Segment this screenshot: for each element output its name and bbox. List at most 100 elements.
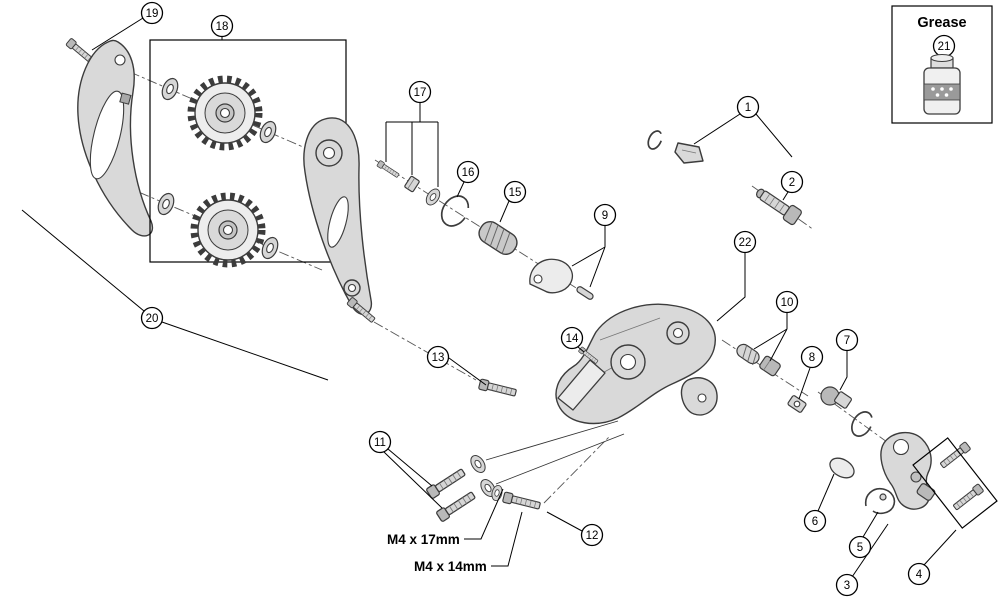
plug-spring <box>736 343 760 366</box>
hook-clip <box>864 487 896 515</box>
callout-6: 6 <box>803 509 827 533</box>
callout-13: 13 <box>426 345 450 369</box>
leader-19 <box>91 17 144 51</box>
leader-m4x17 <box>464 488 504 540</box>
leader-11 <box>383 448 443 509</box>
callout-17: 17 <box>408 80 432 104</box>
cover-plate <box>829 457 855 479</box>
leader-4 <box>923 529 957 566</box>
svg-text:19: 19 <box>146 8 159 20</box>
plug-unit <box>820 386 852 409</box>
adjust-bolt-13 <box>477 378 518 399</box>
leader-2 <box>782 191 789 201</box>
leader-22 <box>716 253 746 322</box>
callout-20: 20 <box>140 306 164 330</box>
inner-cage-plate <box>303 117 373 315</box>
tension-spring <box>478 220 518 255</box>
leader-12 <box>546 511 583 532</box>
callout-14: 14 <box>560 326 584 350</box>
callout-5: 5 <box>848 535 872 559</box>
svg-text:13: 13 <box>432 352 445 364</box>
leader-17 <box>385 103 439 187</box>
leader-5 <box>862 511 879 538</box>
callout-15: 15 <box>503 180 527 204</box>
svg-text:6: 6 <box>812 516 818 528</box>
callout-18: 18 <box>210 14 234 38</box>
svg-text:16: 16 <box>462 167 475 179</box>
callout-3: 3 <box>835 573 859 597</box>
outer-cage-plate <box>77 39 154 237</box>
svg-text:8: 8 <box>809 352 815 364</box>
svg-text:2: 2 <box>789 177 795 189</box>
mount-bolt-17mm <box>425 466 468 500</box>
callout-22: 22 <box>733 230 757 254</box>
callout-21: 21 <box>932 34 956 58</box>
stopper-bolt <box>376 159 401 179</box>
grease-bottle-icon <box>923 53 961 115</box>
adjust-bolt-12 <box>501 491 542 512</box>
stopper-washer <box>423 186 443 208</box>
svg-text:14: 14 <box>566 333 579 345</box>
clamp-part <box>787 395 807 413</box>
leader-10 <box>753 313 788 362</box>
callout-8: 8 <box>800 345 824 369</box>
bracket-screw <box>938 441 972 470</box>
grease-box: Grease 21 <box>891 5 993 124</box>
dim-label-17mm: M4 x 17mm <box>387 532 460 547</box>
svg-text:18: 18 <box>216 21 229 33</box>
small-o-ring <box>647 130 663 150</box>
stop-barrel <box>759 355 781 377</box>
svg-text:9: 9 <box>602 210 608 222</box>
leader-1 <box>693 113 793 158</box>
pulley-washer <box>158 75 182 103</box>
svg-text:5: 5 <box>857 542 863 554</box>
leader-9 <box>571 226 606 288</box>
callout-16: 16 <box>456 160 480 184</box>
leader-20 <box>21 209 329 381</box>
pulley-washer <box>154 190 178 218</box>
pulley-washer <box>258 234 282 262</box>
callout-1: 1 <box>736 95 760 119</box>
grease-box-frame <box>891 5 993 124</box>
leader-15 <box>499 200 510 223</box>
svg-text:4: 4 <box>916 569 923 581</box>
svg-text:11: 11 <box>374 437 386 449</box>
svg-text:20: 20 <box>146 313 159 325</box>
mount-bolt-14mm <box>435 489 478 523</box>
tension-pulley <box>194 196 262 264</box>
svg-text:10: 10 <box>781 297 794 309</box>
derailleur-body <box>555 303 718 425</box>
svg-text:15: 15 <box>509 187 522 199</box>
callout-11: 11 <box>368 430 392 454</box>
svg-text:1: 1 <box>745 102 751 114</box>
callout-9: 9 <box>593 203 617 227</box>
callout-12: 12 <box>580 523 604 547</box>
callout-10: 10 <box>775 290 799 314</box>
leader-lines <box>21 17 957 578</box>
bracket-screw <box>951 483 985 512</box>
leader-7 <box>839 351 848 391</box>
cable-fixing-bolt <box>756 188 802 226</box>
large-o-ring <box>851 411 873 437</box>
leader-m4x14 <box>491 511 523 567</box>
svg-text:12: 12 <box>586 530 599 542</box>
dim-label-14mm: M4 x 14mm <box>414 559 487 574</box>
leader-6 <box>817 473 835 512</box>
svg-text:3: 3 <box>844 580 850 592</box>
leader-8 <box>798 367 811 400</box>
screw-set-box <box>912 437 998 529</box>
cable-hook <box>529 258 573 294</box>
cable-cover <box>674 142 704 164</box>
guide-pulley <box>191 79 259 147</box>
stopper-nut <box>404 175 420 193</box>
callout-2: 2 <box>780 170 804 194</box>
svg-text:7: 7 <box>844 335 850 347</box>
leader-13 <box>448 357 487 386</box>
callout-7: 7 <box>835 328 859 352</box>
leader-14 <box>577 346 585 353</box>
link-pin <box>576 286 594 300</box>
bolt-washer <box>467 452 489 476</box>
svg-text:17: 17 <box>414 87 427 99</box>
callout-4: 4 <box>907 562 931 586</box>
